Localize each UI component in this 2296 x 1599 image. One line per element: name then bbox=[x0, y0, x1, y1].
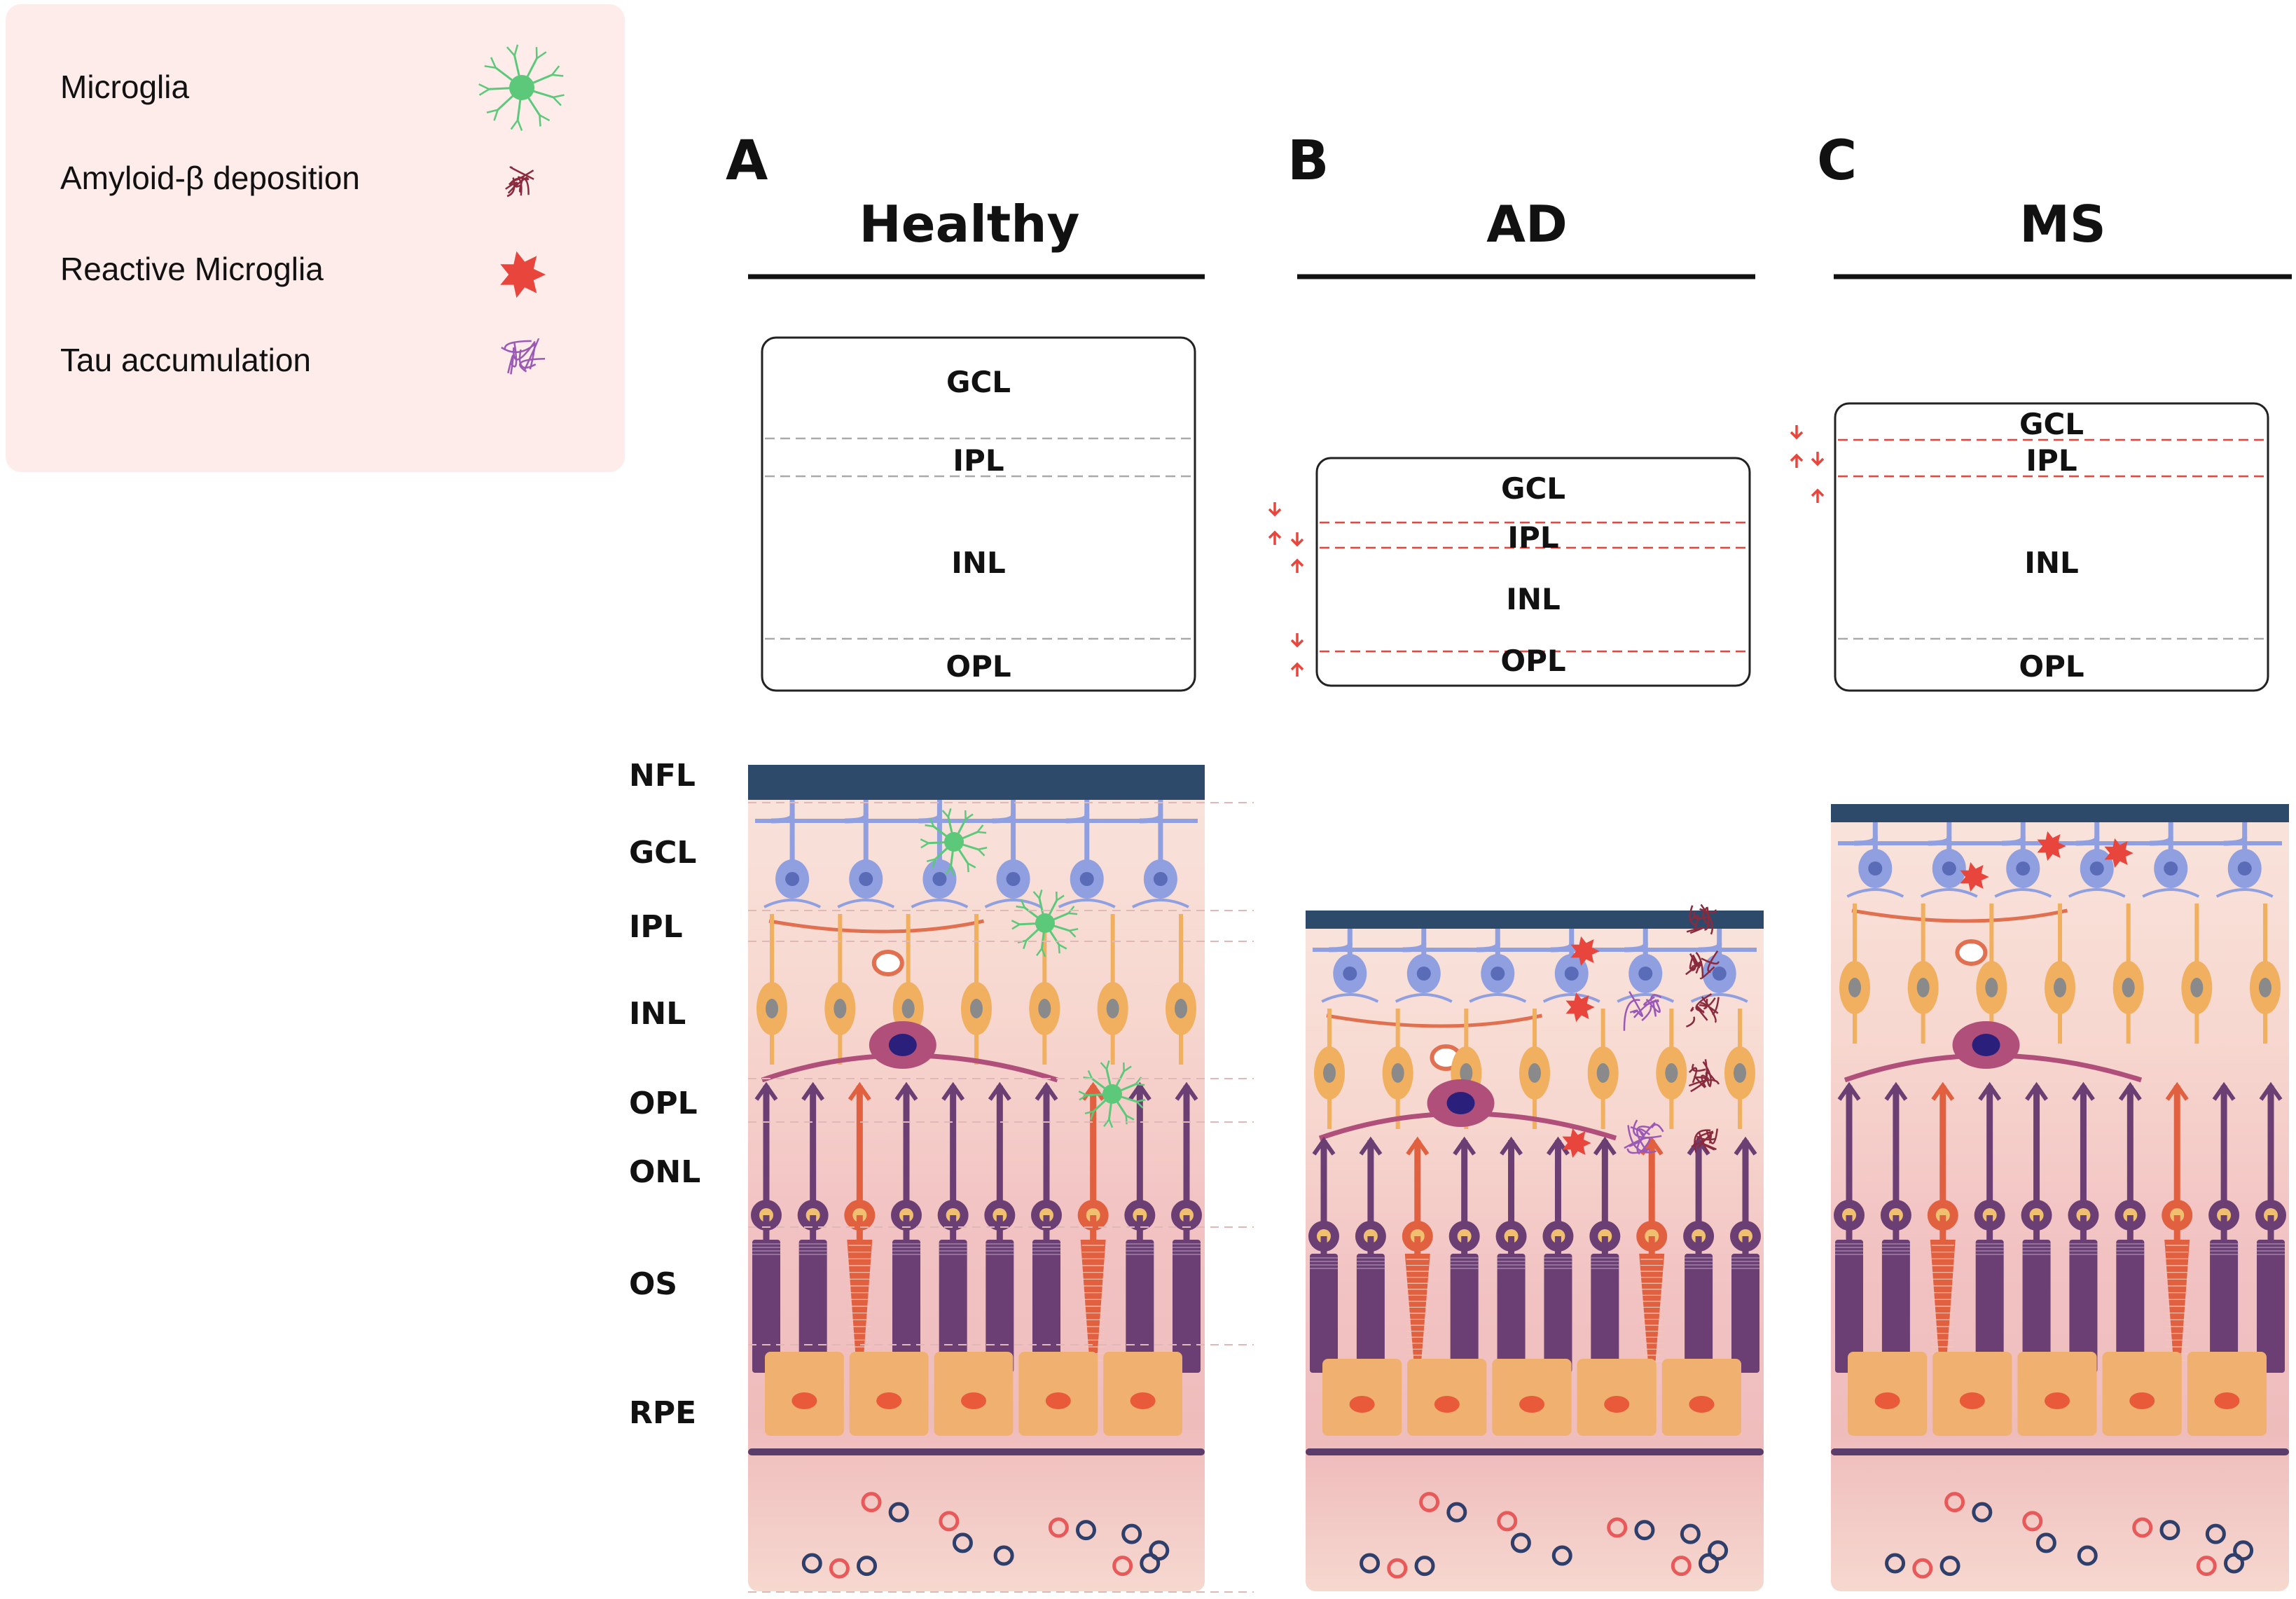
nfl-band bbox=[748, 765, 1205, 800]
panel-letter-c: C bbox=[1817, 130, 1857, 193]
tau-icon bbox=[1624, 1119, 1664, 1155]
thinning-arrow-pair bbox=[1268, 502, 1282, 545]
retina-background bbox=[748, 765, 1205, 1591]
reactive-microglia-icon bbox=[1562, 1128, 1591, 1158]
layer-label-onl: ONL bbox=[629, 1154, 700, 1190]
box-c-inl: INL bbox=[2024, 546, 2079, 580]
panel-letter-a: A bbox=[726, 130, 768, 193]
amyloid-icon bbox=[1685, 993, 1720, 1027]
box-a-opl: OPL bbox=[946, 649, 1011, 684]
box-b-ipl: IPL bbox=[1507, 520, 1558, 555]
legend-label-reactive-microglia: Reactive Microglia bbox=[60, 251, 324, 287]
rpe-cells bbox=[765, 1352, 1182, 1436]
horizontal-cell bbox=[1844, 1021, 2143, 1083]
tau-icon bbox=[501, 338, 546, 375]
reactive-microglia-icon bbox=[500, 251, 546, 298]
layer-label-gcl: GCL bbox=[629, 835, 696, 871]
choroid-vessels bbox=[1360, 1492, 1729, 1579]
thinning-arrow-pair bbox=[1811, 452, 1825, 503]
thinning-arrows-ad bbox=[1268, 502, 1304, 677]
ganglion-cells bbox=[1313, 929, 1757, 1003]
legend-background bbox=[6, 4, 625, 472]
horizontal-cell bbox=[761, 1021, 1058, 1083]
microglia-icon bbox=[478, 44, 565, 131]
ganglion-cells bbox=[755, 800, 1198, 908]
box-c-gcl: GCL bbox=[2019, 407, 2084, 441]
layer-label-inl: INL bbox=[629, 996, 686, 1032]
reactive-microglia-icon bbox=[2037, 831, 2066, 861]
reactive-microglia-icon bbox=[1570, 936, 1600, 967]
photoreceptors bbox=[751, 1081, 1202, 1373]
amyloid-icon bbox=[1685, 950, 1720, 980]
retina-column-ad bbox=[1306, 904, 1764, 1591]
bruchs-membrane bbox=[1306, 1448, 1764, 1455]
thinning-arrows-ms bbox=[1790, 425, 1825, 503]
nfl-band bbox=[1831, 804, 2289, 822]
bruchs-membrane bbox=[748, 1448, 1205, 1455]
rpe-cells bbox=[1322, 1359, 1741, 1436]
layer-label-os: OS bbox=[629, 1266, 677, 1302]
tau-icon bbox=[1623, 990, 1662, 1031]
box-b-opl: OPL bbox=[1500, 644, 1565, 678]
nfl-band bbox=[1306, 911, 1764, 929]
bipolar-cells bbox=[1314, 1009, 1755, 1129]
panel-title-healthy: Healthy bbox=[859, 195, 1080, 254]
panel-title-ms: MS bbox=[2019, 195, 2106, 254]
thickness-box-healthy: GCL IPL INL OPL bbox=[761, 336, 1196, 692]
panel-letter-b: B bbox=[1287, 130, 1329, 193]
box-a-inl: INL bbox=[951, 546, 1006, 580]
legend-label-tau: Tau accumulation bbox=[60, 342, 311, 378]
legend: Microglia Amyloid-β deposition Reactive … bbox=[6, 4, 625, 472]
reactive-microglia-icon bbox=[2104, 838, 2134, 868]
box-b-inl: INL bbox=[1506, 582, 1561, 616]
choroid-vessels bbox=[801, 1492, 1170, 1579]
layer-label-nfl: NFL bbox=[629, 758, 696, 794]
thinning-arrow-pair bbox=[1790, 425, 1804, 468]
horizontal-cell bbox=[1318, 1079, 1617, 1141]
thinning-arrow-pair bbox=[1290, 633, 1304, 677]
photoreceptors bbox=[1834, 1081, 2286, 1373]
amacrine-cell bbox=[1851, 908, 2068, 966]
microglia-icon bbox=[920, 808, 988, 876]
choroid-vessels bbox=[1885, 1492, 2254, 1579]
bruchs-membrane bbox=[1831, 1448, 2289, 1455]
photoreceptors bbox=[1308, 1136, 1761, 1373]
amacrine-cell bbox=[768, 919, 985, 976]
panel-title-ad: AD bbox=[1486, 195, 1568, 254]
thickness-box-ad: GCL IPL INL OPL bbox=[1268, 457, 1751, 687]
bipolar-cells bbox=[1839, 904, 2281, 1044]
amyloid-icon bbox=[1691, 1128, 1719, 1154]
box-c-opl: OPL bbox=[2019, 649, 2084, 684]
thickness-box-ms: GCL IPL INL OPL bbox=[1790, 402, 2269, 692]
box-a-gcl: GCL bbox=[946, 365, 1011, 399]
retina-layer-labels: NFL GCL IPL INL OPL ONL OS RPE bbox=[629, 758, 700, 1431]
legend-label-amyloid: Amyloid-β deposition bbox=[60, 160, 360, 196]
reactive-microglia-icon bbox=[1565, 992, 1595, 1023]
box-c-ipl: IPL bbox=[2026, 443, 2077, 478]
amyloid-icon bbox=[1688, 1059, 1720, 1093]
retina-column-ms bbox=[1831, 804, 2289, 1591]
thinning-arrow-pair bbox=[1290, 532, 1304, 573]
legend-label-microglia: Microglia bbox=[60, 69, 189, 105]
panel-headers: A Healthy B AD C MS bbox=[726, 130, 2292, 279]
layer-label-ipl: IPL bbox=[629, 909, 683, 945]
rpe-cells bbox=[1848, 1352, 2267, 1436]
layer-label-opl: OPL bbox=[629, 1086, 698, 1121]
reactive-microglia-icon bbox=[1960, 861, 1989, 892]
amyloid-icon bbox=[1686, 904, 1717, 935]
box-a-ipl: IPL bbox=[953, 443, 1004, 478]
bipolar-cells bbox=[756, 914, 1196, 1065]
amyloid-icon bbox=[505, 166, 534, 198]
retina-column-healthy bbox=[748, 765, 1254, 1593]
microglia-icon bbox=[1078, 1060, 1146, 1128]
layer-label-rpe: RPE bbox=[629, 1395, 696, 1431]
box-b-gcl: GCL bbox=[1501, 471, 1565, 506]
layer-guide-lines bbox=[748, 802, 1254, 1593]
